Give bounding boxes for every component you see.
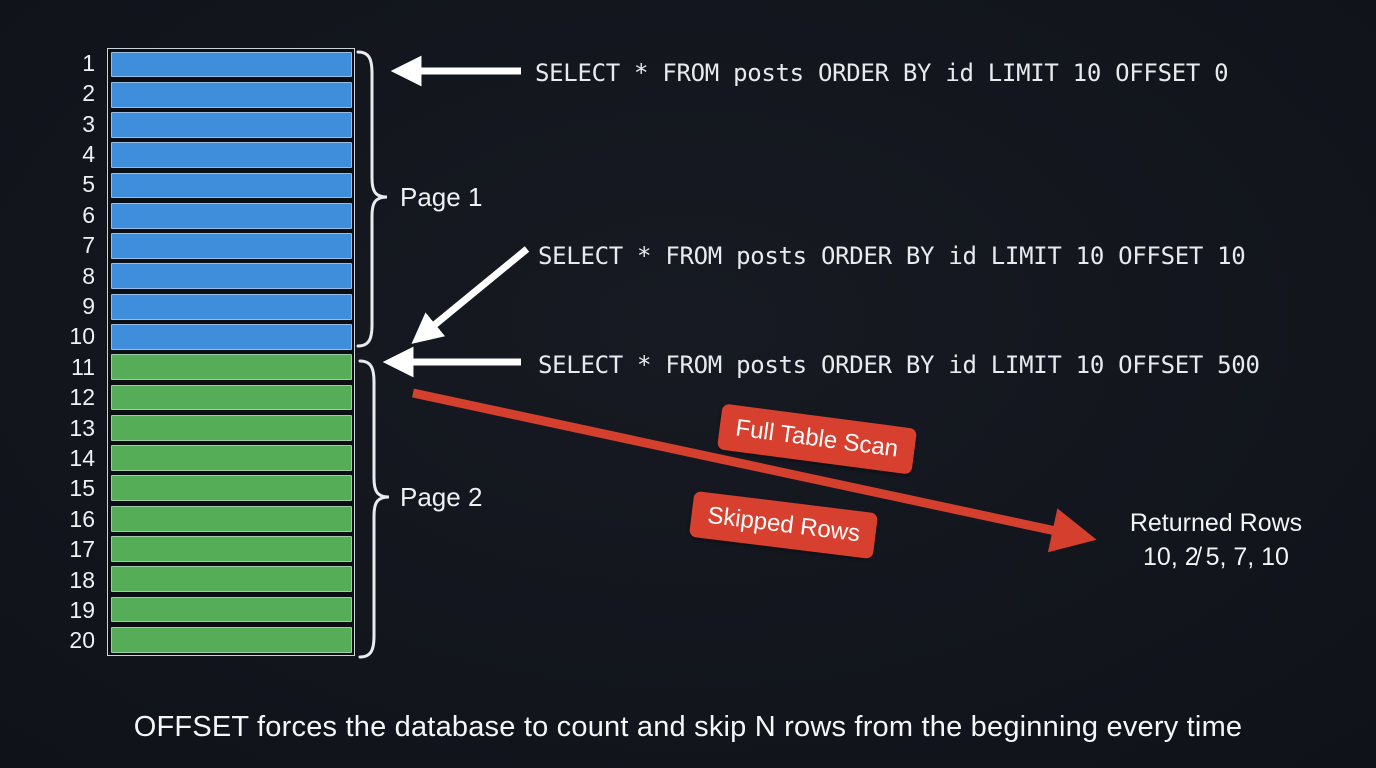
row-number: 1	[82, 49, 95, 76]
row-number: 5	[82, 171, 95, 198]
row-number: 10	[69, 323, 95, 350]
row-number: 15	[69, 475, 95, 502]
skipped-rows-badge: Skipped Rows	[688, 490, 879, 560]
table-row	[110, 112, 352, 138]
row-number: 7	[82, 232, 95, 259]
table-row	[110, 263, 352, 290]
table-row	[110, 233, 352, 259]
row-number: 6	[82, 201, 95, 228]
table-row	[110, 414, 352, 441]
row-number: 19	[69, 597, 95, 624]
row-number: 18	[69, 566, 95, 593]
table-row	[110, 626, 352, 653]
row-number: 12	[69, 384, 95, 411]
table-row	[110, 475, 352, 502]
table-row	[110, 172, 352, 199]
row-number: 13	[69, 414, 95, 441]
table-row	[110, 596, 352, 623]
page-1-label: Page 1	[400, 182, 483, 212]
full-table-scan-badge: Full Table Scan	[716, 403, 917, 475]
table-rows	[107, 48, 355, 656]
table-row	[110, 445, 352, 471]
table-row	[110, 142, 352, 169]
sql-query-offset-10: SELECT * FROM posts ORDER BY id LIMIT 10…	[538, 242, 1246, 270]
table-row	[110, 81, 352, 108]
row-number: 9	[82, 292, 95, 319]
returned-rows-title: Returned Rows	[1129, 509, 1303, 537]
table-row	[110, 505, 352, 532]
table-row	[110, 293, 352, 320]
row-number: 8	[82, 262, 95, 289]
sql-query-offset-500: SELECT * FROM posts ORDER BY id LIMIT 10…	[538, 351, 1260, 379]
caption: OFFSET forces the database to count and …	[133, 711, 1243, 743]
page2-brace	[358, 359, 390, 659]
page1-brace	[356, 50, 388, 348]
table-row	[110, 566, 352, 593]
table-row	[110, 324, 352, 350]
table-row	[110, 354, 352, 381]
row-number: 11	[71, 353, 95, 380]
returned-rows: Returned Rows 10, 2̸ 5, 7, 10	[1106, 506, 1326, 574]
row-number: 16	[69, 505, 95, 532]
row-number: 3	[82, 110, 95, 137]
query-2-arrow	[411, 246, 530, 344]
row-number: 4	[82, 140, 95, 167]
page-2-label: Page 2	[400, 482, 483, 512]
row-number: 14	[69, 444, 95, 471]
row-number: 20	[69, 627, 95, 654]
returned-rows-values: 10, 2̸ 5, 7, 10	[1143, 543, 1289, 571]
sql-query-offset-0: SELECT * FROM posts ORDER BY id LIMIT 10…	[535, 59, 1229, 87]
row-number: 2	[82, 80, 95, 107]
table-row	[110, 536, 352, 562]
table-row	[110, 51, 352, 78]
table-row	[110, 384, 352, 411]
row-number: 17	[69, 536, 95, 563]
table-row	[110, 202, 352, 229]
